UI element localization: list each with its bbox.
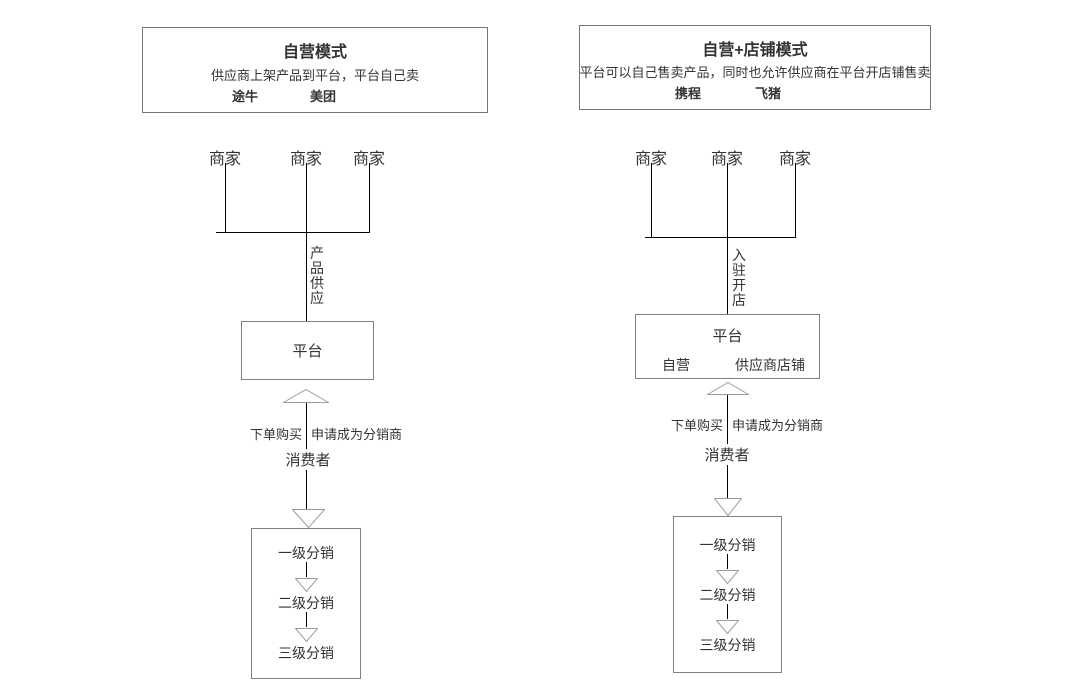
merchant-connector-line [645, 237, 796, 238]
merchant-branch-line [651, 163, 652, 237]
arrow-up-triangle [707, 382, 749, 395]
distribution-level-2: 二级分销 [699, 587, 756, 603]
platform-supplier-store-label: 供应商店铺 [735, 357, 805, 373]
level-stem-line [305, 612, 307, 627]
level-connector [294, 612, 318, 642]
model-subtitle: 供应商上架产品到平台，平台自己卖 [210, 67, 419, 83]
distribution-box: 一级分销 二级分销 三级分销 [673, 516, 782, 673]
level-connector [294, 562, 318, 592]
model-title: 自营+店铺模式 [702, 42, 808, 59]
apply-distributor-label: 申请成为分销商 [732, 415, 824, 434]
example-brand: 飞猪 [755, 86, 782, 101]
merchant-label: 商家 [777, 145, 813, 169]
merchant-connector-line [216, 232, 370, 233]
model-title-box: 自营模式 供应商上架产品到平台，平台自己卖 途牛 美团 [142, 27, 488, 113]
level-stem-line [305, 562, 307, 577]
platform-box: 平台 自营 供应商店铺 [635, 314, 820, 379]
order-purchase-label: 下单购买 [669, 415, 723, 434]
platform-sub-labels: 自营 供应商店铺 [636, 355, 819, 373]
level-connector [716, 604, 739, 634]
arrow-up-triangle [283, 389, 329, 403]
consumer-label: 消费者 [276, 449, 340, 470]
example-brand: 携程 [675, 86, 702, 101]
distribution-level-2: 二级分销 [278, 595, 334, 611]
merchant-branch-line [225, 163, 226, 232]
level-connector [716, 554, 739, 584]
level-arrow-triangle [716, 620, 739, 634]
distribution-box: 一级分销 二级分销 三级分销 [251, 528, 361, 679]
level-arrow-triangle [294, 628, 318, 642]
level-stem-line [727, 554, 728, 569]
arrow-down-triangle [292, 509, 325, 528]
model-examples-row: 携程 飞猪 [580, 83, 930, 101]
trunk-line [306, 232, 307, 321]
model-subtitle: 平台可以自己售卖产品，同时也允许供应商在平台开店铺售卖 [579, 65, 931, 80]
apply-distributor-label: 申请成为分销商 [311, 424, 403, 443]
distribution-level-3: 三级分销 [699, 637, 756, 653]
model-title: 自营模式 [282, 44, 347, 61]
distribution-level-1: 一级分销 [278, 545, 334, 561]
platform-label: 平台 [292, 343, 323, 360]
level-arrow-triangle [294, 578, 318, 592]
diagram-self-operated-model: 自营模式 供应商上架产品到平台，平台自己卖 途牛 美团 商家 商家 商家 产品供… [142, 27, 488, 679]
diagram-self-operated-plus-store-model: 自营+店铺模式 平台可以自己售卖产品，同时也允许供应商在平台开店铺售卖 携程 飞… [541, 0, 1082, 684]
trunk-line [727, 237, 728, 314]
example-brand: 美团 [310, 89, 337, 104]
example-brand: 途牛 [232, 89, 259, 104]
trunk-label: 产品供应 [310, 245, 324, 306]
merchant-branch-line [306, 163, 307, 232]
model-examples-row: 途牛 美团 [143, 86, 487, 104]
merchant-branch-line [795, 163, 796, 237]
platform-self-operated-label: 自营 [662, 357, 690, 373]
distribution-level-3: 三级分销 [278, 645, 334, 661]
merchant-label: 商家 [709, 145, 745, 169]
trunk-label: 入驻开店 [732, 247, 746, 308]
model-title-box: 自营+店铺模式 平台可以自己售卖产品，同时也允许供应商在平台开店铺售卖 携程 飞… [579, 25, 931, 110]
distribution-level-1: 一级分销 [699, 537, 756, 553]
level-stem-line [727, 604, 728, 619]
platform-box: 平台 [241, 321, 374, 380]
order-purchase-label: 下单购买 [248, 424, 302, 443]
consumer-label: 消费者 [695, 444, 759, 465]
arrow-down-triangle [714, 498, 742, 516]
level-arrow-triangle [716, 570, 739, 584]
platform-label: 平台 [712, 328, 743, 345]
merchant-branch-line [727, 163, 728, 237]
merchant-branch-line [369, 163, 370, 232]
